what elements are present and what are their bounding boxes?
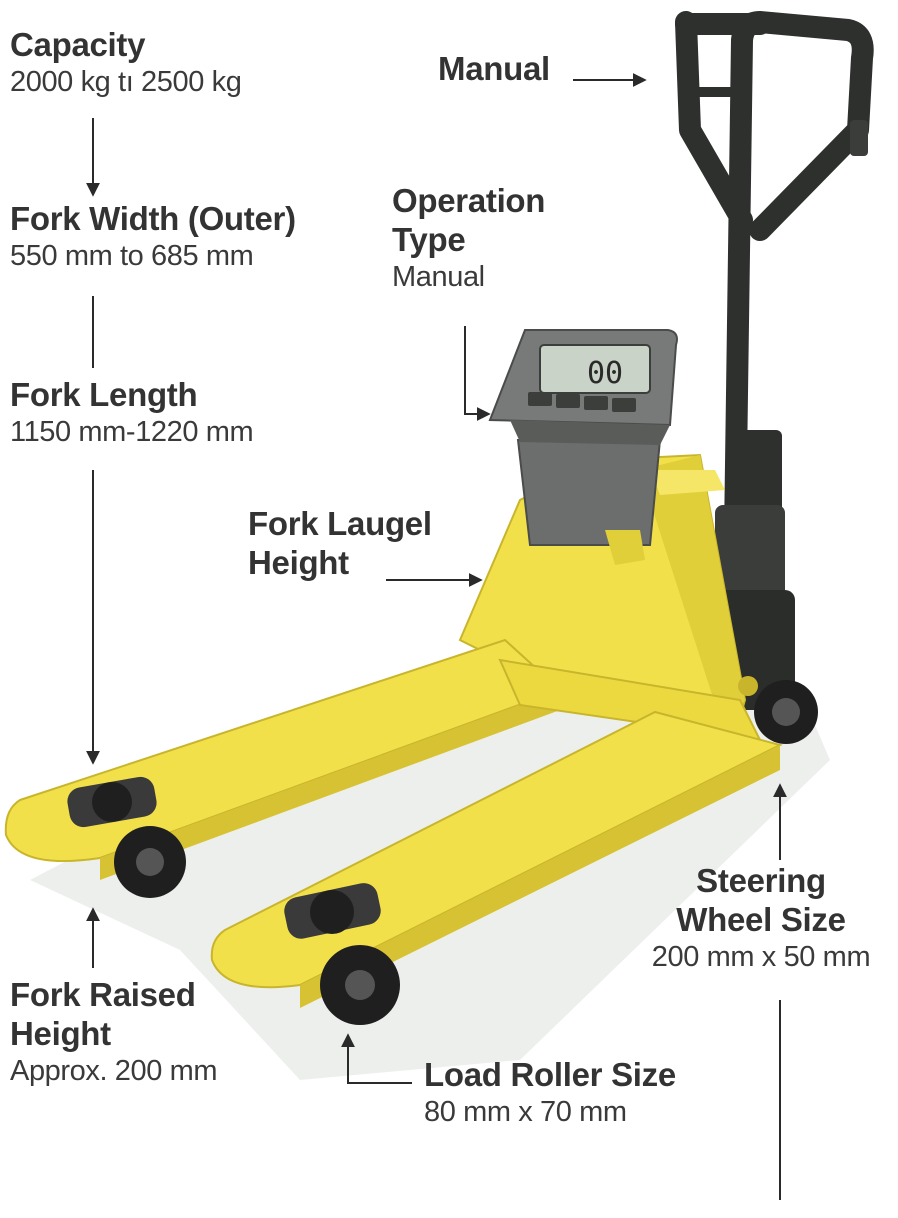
fork-width-value: 550 mm to 685 mm (10, 239, 254, 272)
manual-title: Manual (438, 50, 550, 87)
fork-raised-title-line1: Fork Raised (10, 976, 196, 1013)
fork-laugel-title-line1: Fork Laugel (248, 505, 432, 542)
handle (675, 11, 874, 605)
arrow-right-icon (464, 326, 491, 421)
capacity-value: 2000 kg tı 2500 kg (10, 65, 242, 98)
fork-length-value: 1150 mm-1220 mm (10, 415, 254, 448)
steering-value: 200 mm x 50 mm (651, 940, 871, 973)
scale-display-digits: 00 (587, 356, 623, 391)
fork-left (4, 638, 562, 898)
fork-raised-value: Approx. 200 mm (10, 1054, 218, 1087)
load-roller-label: Load Roller Size 80 mm x 70 mm (424, 1056, 676, 1129)
load-roller-title: Load Roller Size (424, 1056, 676, 1093)
scale-display (539, 344, 651, 394)
fork-length-title: Fork Length (10, 376, 198, 413)
operation-value: Manual (392, 260, 485, 293)
fork-width-title: Fork Width (Outer) (10, 200, 296, 237)
fork-right (210, 710, 783, 1025)
fork-laugel-title-line2: Height (248, 543, 349, 581)
capacity-title: Capacity (10, 26, 146, 63)
fork-length-label: Fork Length 1150 mm-1220 mm (10, 376, 254, 449)
capacity-label: Capacity 2000 kg tı 2500 kg (10, 26, 242, 99)
operation-type-label: Operation Type Manual (392, 182, 545, 294)
manual-label: Manual (438, 50, 550, 89)
fork-raised-label: Fork Raised Height Approx. 200 mm (10, 976, 218, 1088)
fork-raised-title-line2: Height (10, 1014, 111, 1052)
operation-title-line2: Type (392, 220, 466, 258)
fork-width-label: Fork Width (Outer) 550 mm to 685 mm (10, 200, 296, 273)
steering-title-line1: Steering (696, 862, 826, 899)
fork-laugel-label: Fork Laugel Height (248, 505, 432, 583)
scale-head: 00 (488, 329, 678, 565)
load-roller-value: 80 mm x 70 mm (424, 1095, 627, 1128)
operation-title-line1: Operation (392, 182, 546, 219)
annotation-lines (86, 73, 787, 1200)
steering-wheel-label: Steering Wheel Size 200 mm x 50 mm (636, 862, 886, 974)
steering-title-line2: Wheel Size (676, 900, 846, 938)
arrow-up-icon (341, 1033, 412, 1084)
